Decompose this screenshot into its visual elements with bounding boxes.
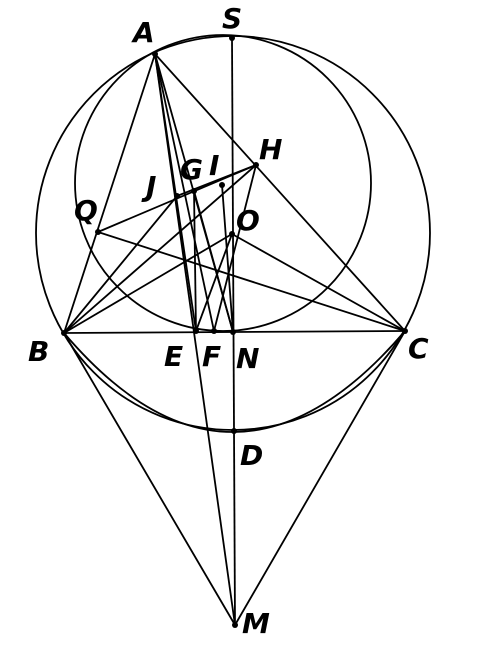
label-s: S xyxy=(222,2,242,35)
point-m xyxy=(232,622,238,628)
label-a: A xyxy=(131,16,155,49)
point-c xyxy=(402,328,408,334)
label-i: I xyxy=(209,149,219,182)
segment-gn xyxy=(193,190,234,333)
label-q: Q xyxy=(74,194,98,227)
point-d xyxy=(231,428,237,434)
segment-bm xyxy=(63,332,236,626)
label-j: J xyxy=(141,170,156,203)
point-e xyxy=(193,328,199,334)
point-a xyxy=(152,51,158,57)
point-n xyxy=(230,329,236,335)
label-g: G xyxy=(180,153,203,186)
point-i xyxy=(219,182,225,188)
segment-ac xyxy=(154,53,406,332)
point-g xyxy=(191,188,197,194)
segment-am xyxy=(154,53,236,626)
label-o: O xyxy=(236,204,260,237)
point-q xyxy=(95,229,101,235)
segment-bo xyxy=(63,233,233,334)
inner-circle xyxy=(74,34,372,332)
segment-bh xyxy=(63,164,257,334)
segment-bj xyxy=(63,195,178,334)
segment-cm xyxy=(234,330,406,626)
label-c: C xyxy=(408,332,429,365)
point-s xyxy=(229,35,235,41)
segment-ge xyxy=(193,190,197,332)
point-j xyxy=(174,193,180,199)
point-f xyxy=(211,328,217,334)
label-e: E xyxy=(164,340,183,373)
point-o xyxy=(229,231,235,237)
segment-in xyxy=(221,184,234,333)
label-f: F xyxy=(202,340,221,373)
label-h: H xyxy=(259,133,282,166)
label-m: M xyxy=(242,607,270,640)
label-d: D xyxy=(240,439,263,472)
segment-hf xyxy=(213,164,257,332)
segment-ab xyxy=(63,53,156,334)
segment-oe xyxy=(195,233,233,332)
point-h xyxy=(253,162,259,168)
segment-hj xyxy=(176,164,257,197)
label-n: N xyxy=(236,342,259,375)
point-b xyxy=(61,330,67,336)
label-b: B xyxy=(28,335,49,368)
segment-co xyxy=(231,233,406,332)
segment-cq xyxy=(97,231,406,332)
